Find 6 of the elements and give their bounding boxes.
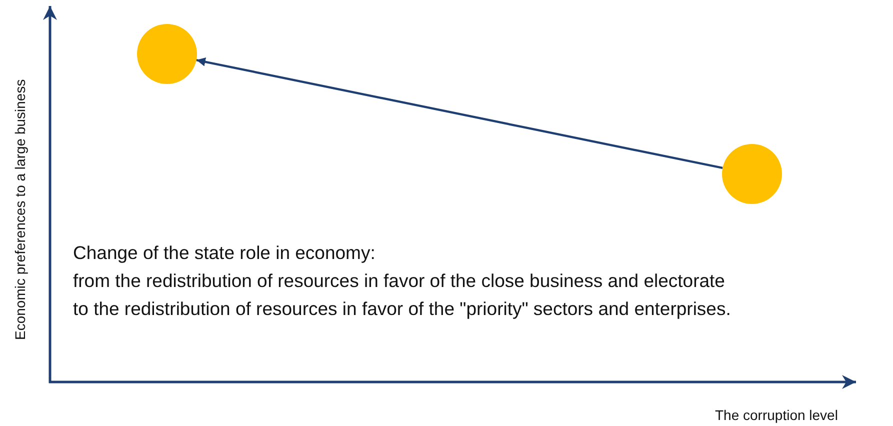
x-axis-label: The corruption level bbox=[715, 407, 838, 423]
note-heading: Change of the state role in economy: bbox=[73, 242, 376, 264]
arrow bbox=[196, 57, 723, 170]
note-line: from the redistribution of resources in favor of the close business and electorate bbox=[73, 270, 725, 292]
y-axis-label: Economic preferences to a large business bbox=[12, 78, 28, 342]
note-line: to the redistribution of resources in favor of the "priority" sectors and enterprises. bbox=[73, 298, 731, 320]
